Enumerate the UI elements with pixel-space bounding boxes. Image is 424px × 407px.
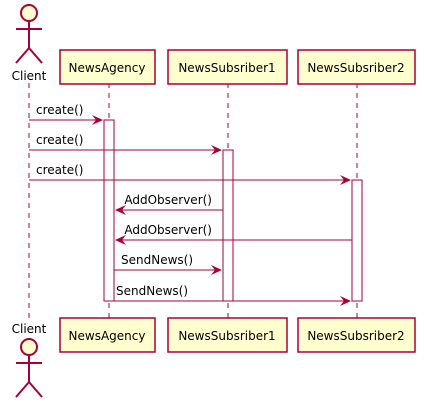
- message-label: SendNews(): [116, 284, 188, 298]
- participant-sub2-top: NewsSubsriber2: [297, 49, 416, 85]
- participant-label: NewsSubsriber2: [307, 61, 404, 75]
- arrowhead-icon: [115, 235, 126, 245]
- actor-client-top: Client: [12, 4, 47, 83]
- message-3: create(): [29, 163, 351, 185]
- participant-sub1-top: NewsSubsriber1: [167, 49, 288, 85]
- participant-label: NewsSubsriber2: [307, 329, 404, 343]
- participant-agency-top: NewsAgency: [59, 49, 156, 85]
- arrowhead-icon: [92, 115, 103, 125]
- message-7: SendNews(): [109, 284, 351, 306]
- message-5: AddObserver(): [115, 223, 352, 245]
- message-4: AddObserver(): [115, 193, 223, 215]
- participant-label: Client: [12, 322, 47, 336]
- participant-agency-bottom: NewsAgency: [59, 317, 156, 353]
- activation-agency: [103, 119, 115, 302]
- participant-label: Client: [12, 69, 47, 83]
- message-label: AddObserver(): [124, 193, 212, 207]
- actor-client-bottom: Client: [12, 322, 47, 398]
- participant-sub2-bottom: NewsSubsriber2: [297, 317, 416, 353]
- participant-label: NewsAgency: [69, 329, 146, 343]
- message-1: create(): [29, 103, 103, 125]
- arrowhead-icon: [115, 205, 126, 215]
- message-2: create(): [29, 133, 222, 155]
- message-label: SendNews(): [121, 253, 193, 267]
- arrowhead-icon: [340, 296, 351, 306]
- participant-label: NewsSubsriber1: [178, 329, 275, 343]
- message-label: AddObserver(): [124, 223, 212, 237]
- participant-label: NewsAgency: [69, 61, 146, 75]
- actor-head-icon: [20, 4, 38, 22]
- activation-sub1: [222, 149, 234, 302]
- arrowhead-icon: [211, 145, 222, 155]
- participant-label: NewsSubsriber1: [178, 61, 275, 75]
- message-6: SendNews(): [114, 253, 222, 275]
- message-label: create(): [36, 103, 83, 117]
- message-label: create(): [36, 163, 83, 177]
- actor-head-icon: [20, 338, 38, 356]
- participant-sub1-bottom: NewsSubsriber1: [167, 317, 288, 353]
- arrowhead-icon: [211, 265, 222, 275]
- message-label: create(): [36, 133, 83, 147]
- arrowhead-icon: [340, 175, 351, 185]
- activation-sub2: [351, 179, 363, 302]
